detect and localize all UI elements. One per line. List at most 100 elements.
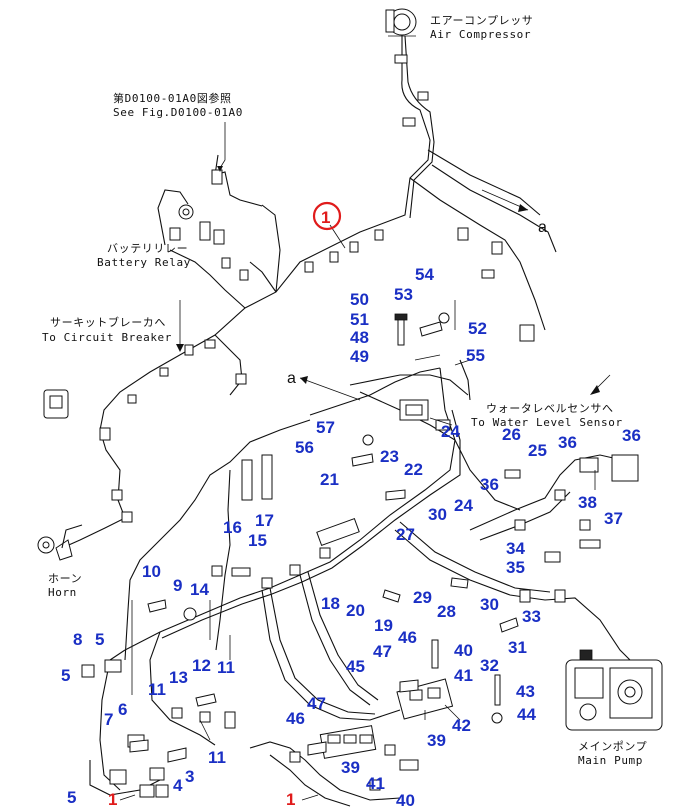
callout-blue: 32 — [480, 656, 499, 675]
callout-blue: 38 — [578, 493, 597, 512]
see-fig-connector — [211, 122, 226, 185]
callout-blue: 49 — [350, 347, 369, 366]
callout-blue: 9 — [173, 576, 182, 595]
callout-red: 1 — [108, 790, 117, 809]
callout-blue: 10 — [142, 562, 161, 581]
bolts — [129, 312, 601, 771]
callout-blue: 5 — [95, 630, 104, 649]
callout-blue: 16 — [223, 518, 242, 537]
callout-blue: 29 — [413, 588, 432, 607]
callout-blue: 40 — [396, 791, 415, 810]
callout-blue: 5 — [61, 666, 70, 685]
callout-blue: 47 — [307, 694, 326, 713]
reference-a-upper: a — [538, 219, 547, 236]
callout-blue: 37 — [604, 509, 623, 528]
callout-blue: 35 — [506, 558, 525, 577]
callout-blue: 8 — [73, 630, 82, 649]
callout-blue: 53 — [394, 285, 413, 304]
callout-blue: 45 — [346, 657, 365, 676]
main-pump-label-en: Main Pump — [578, 754, 643, 767]
callout-blue: 5 — [67, 788, 76, 807]
callout-blue: 15 — [248, 531, 267, 550]
callout-blue: 34 — [506, 539, 525, 558]
reference-a-lower: a — [287, 370, 296, 387]
callout-blue: 3 — [185, 767, 194, 786]
callout-blue: 57 — [316, 418, 335, 437]
horn-label-en: Horn — [48, 586, 77, 599]
callout-blue: 7 — [104, 710, 113, 729]
air-compressor-label-jp: エアーコンプレッサ — [430, 14, 533, 27]
air-compressor-icon — [385, 8, 417, 37]
callout-blue: 47 — [373, 642, 392, 661]
callout-blue: 25 — [528, 441, 547, 460]
battery-relay-label-jp: バッテリリレー — [107, 242, 188, 255]
callout-blue: 31 — [508, 638, 527, 657]
callout-blue: 6 — [118, 700, 127, 719]
battery-relay-label-en: Battery Relay — [97, 256, 191, 269]
callout-blue: 18 — [321, 594, 340, 613]
callout-red: 1 — [286, 790, 295, 809]
see-fig-label-jp: 第D0100-01A0図参照 — [113, 91, 232, 105]
red-callouts: 1 1 — [108, 790, 295, 809]
callout-blue: 52 — [468, 319, 487, 338]
callout-blue: 50 — [350, 290, 369, 309]
callout-blue: 44 — [517, 705, 536, 724]
leader-lines — [119, 224, 596, 801]
callout-blue: 14 — [190, 580, 209, 599]
circuit-box-icon — [43, 389, 69, 419]
callout-blue: 55 — [466, 346, 485, 365]
air-compressor-label-en: Air Compressor — [430, 28, 531, 41]
callout-blue: 33 — [522, 607, 541, 626]
callout-blue: 39 — [341, 758, 360, 777]
callout-blue: 23 — [380, 447, 399, 466]
battery-relay-icon — [169, 204, 225, 245]
water-level-label-en: To Water Level Sensor — [471, 416, 623, 429]
see-fig-label-en: See Fig.D0100-01A0 — [113, 106, 243, 119]
horn-icon — [37, 524, 83, 561]
frame-harness — [89, 359, 631, 807]
circuit-breaker-label-jp: サーキットブレーカへ — [50, 315, 166, 329]
water-level-label-jp: ウォータレベルセンサへ — [486, 402, 614, 415]
callout-blue: 27 — [396, 525, 415, 544]
callout-blue: 36 — [480, 475, 499, 494]
callout-blue: 36 — [622, 426, 641, 445]
callout-blue: 42 — [452, 716, 471, 735]
blue-callouts: 54 53 50 51 52 48 49 55 57 56 24 26 25 3… — [61, 265, 641, 810]
main-pump-icon — [565, 649, 663, 731]
callout-blue: 11 — [148, 680, 166, 699]
circled-callout-number: 1 — [321, 208, 330, 227]
callout-blue: 22 — [404, 460, 423, 479]
callout-blue: 11 — [208, 748, 226, 767]
callout-blue: 24 — [454, 496, 473, 515]
callout-blue: 13 — [169, 668, 188, 687]
callout-blue: 24 — [441, 422, 460, 441]
callout-blue: 51 — [350, 310, 369, 329]
reference-arrows — [176, 189, 611, 401]
callout-blue: 17 — [255, 511, 274, 530]
main-pump-label-jp: メインポンプ — [578, 740, 647, 753]
circled-callout-1: 1 — [312, 201, 342, 231]
callout-blue: 20 — [346, 601, 365, 620]
callout-blue: 46 — [398, 628, 417, 647]
callout-blue: 41 — [366, 774, 385, 793]
callout-blue: 48 — [350, 328, 369, 347]
circuit-breaker-label-en: To Circuit Breaker — [42, 331, 172, 344]
callout-blue: 41 — [454, 666, 473, 685]
text-labels: エアーコンプレッサ Air Compressor 第D0100-01A0図参照 … — [42, 14, 647, 767]
callout-blue: 30 — [428, 505, 447, 524]
callout-blue: 21 — [320, 470, 339, 489]
harness-connectors — [99, 54, 535, 523]
callout-blue: 28 — [437, 602, 456, 621]
callout-blue: 36 — [558, 433, 577, 452]
callout-blue: 4 — [173, 776, 183, 795]
callout-blue: 56 — [295, 438, 314, 457]
callout-blue: 40 — [454, 641, 473, 660]
callout-blue: 19 — [374, 616, 393, 635]
callout-blue: 54 — [415, 265, 434, 284]
callout-blue: 11 — [217, 658, 235, 677]
horn-label-jp: ホーン — [48, 572, 82, 585]
callout-blue: 30 — [480, 595, 499, 614]
callout-blue: 46 — [286, 709, 305, 728]
